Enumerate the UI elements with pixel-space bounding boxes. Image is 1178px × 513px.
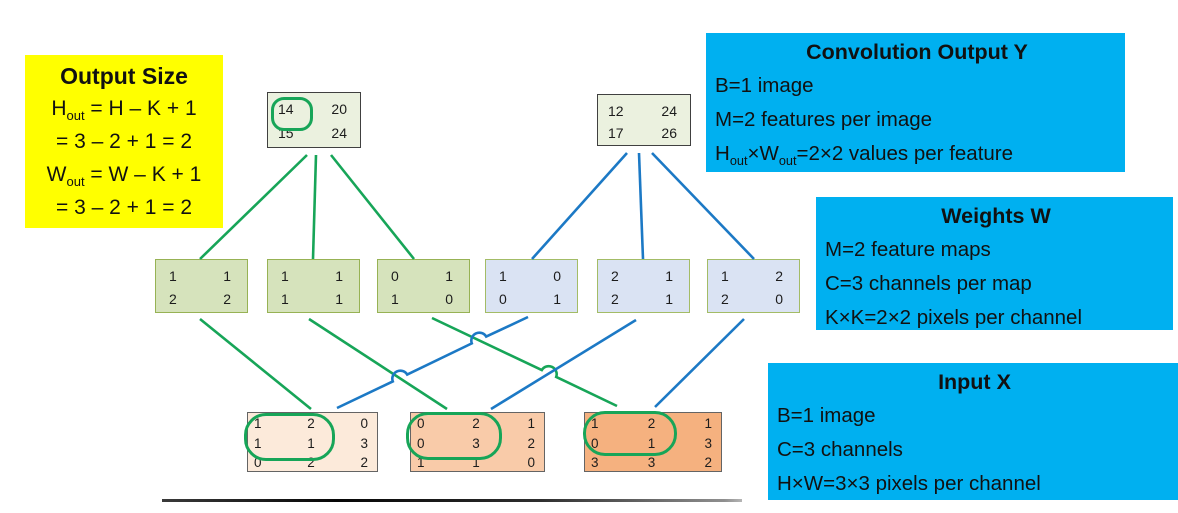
- callout-line: B=1 image: [715, 74, 814, 97]
- matrix-cell: 2: [472, 416, 480, 431]
- matrix-cell: 2: [307, 455, 315, 470]
- callout-line: C=3 channels per map: [825, 272, 1032, 295]
- matrix-cell: 2: [223, 290, 231, 307]
- matrix-cell: 1: [281, 290, 289, 307]
- matrix-cell: 3: [360, 435, 368, 451]
- matrix-cell: 2: [611, 290, 619, 307]
- matrix-cell: 2: [527, 435, 535, 451]
- callout-line: C=3 channels: [777, 438, 903, 461]
- matrix-cell: 2: [721, 290, 729, 307]
- matrix-cell: 1: [704, 416, 712, 431]
- matrix-cell: 1: [553, 290, 561, 307]
- weight-matrix-map1-ch1: 1 1 2 2: [155, 259, 248, 313]
- matrix-cell: 0: [775, 290, 783, 307]
- matrix-cell: 3: [647, 455, 656, 470]
- matrix-cell: 3: [472, 435, 480, 451]
- matrix-cell: 1: [472, 455, 480, 470]
- matrix-cell: 3: [591, 455, 599, 470]
- matrix-cell: 1: [169, 268, 177, 284]
- callout-line: K×K=2×2 pixels per channel: [825, 306, 1083, 329]
- weights-callout: Weights W M=2 feature maps C=3 channels …: [816, 197, 1173, 330]
- callout-line: H×W=3×3 pixels per channel: [777, 472, 1041, 495]
- matrix-cell: 1: [281, 268, 289, 284]
- matrix-cell: 1: [665, 268, 673, 284]
- formula-hout-value: = 3 – 2 + 1 = 2: [55, 130, 193, 153]
- matrix-cell: 26: [661, 125, 677, 141]
- callout-line: M=2 feature maps: [825, 238, 991, 261]
- formula-wout: Wout = W – K + 1: [46, 163, 202, 190]
- matrix-cell: 1: [665, 290, 673, 307]
- matrix-cell: 2: [307, 416, 315, 431]
- arrow-in2-to-w1c2: [308, 317, 448, 411]
- matrix-cell: 0: [391, 268, 399, 284]
- arrow-w2c2-to-out2: [637, 152, 645, 260]
- input-matrix-ch1: 1 2 0 1 1 3 0 2 2: [244, 412, 378, 472]
- matrix-cell: 1: [445, 268, 453, 284]
- matrix-cell: 2: [775, 268, 783, 284]
- arrow-w2c1-to-out2: [531, 152, 628, 260]
- matrix-cell: 1: [499, 268, 507, 284]
- arrow-w1c2-to-out1: [311, 154, 318, 260]
- callout-line: B=1 image: [777, 404, 876, 427]
- matrix-cell: 24: [331, 125, 347, 141]
- arrow-in3-to-w2c3: [654, 318, 745, 408]
- weight-matrix-map2-ch1: 1 0 0 1: [485, 259, 578, 313]
- receptive-field-oval-ch3: [583, 411, 677, 456]
- receptive-field-oval-ch2: [406, 412, 502, 460]
- matrix-cell: 3: [704, 435, 712, 451]
- formula-wout-value: = 3 – 2 + 1 = 2: [55, 196, 193, 219]
- output-size-callout: Output Size Hout = H – K + 1 = 3 – 2 + 1…: [25, 55, 223, 228]
- matrix-cell: 20: [331, 101, 347, 117]
- matrix-cell: 0: [445, 290, 453, 307]
- weight-matrix-map1-ch2: 1 1 1 1: [267, 259, 360, 313]
- output-matrix-feature1: 14 20 15 24: [267, 92, 361, 148]
- matrix-cell: 1: [335, 290, 343, 307]
- callout-title: Input X: [938, 370, 1011, 394]
- matrix-cell: 1: [721, 268, 729, 284]
- arrow-in3-to-w1c3: [431, 316, 618, 408]
- output-matrix-feature2: 12 24 17 26: [597, 94, 691, 146]
- weight-matrix-map2-ch3: 1 2 2 0: [707, 259, 800, 313]
- slide-edge-shadow: [162, 499, 742, 502]
- matrix-cell: 12: [608, 103, 624, 119]
- matrix-cell: 0: [527, 455, 535, 470]
- callout-title: Output Size: [60, 63, 188, 89]
- callout-line: Hout×Wout=2×2 values per feature: [715, 142, 1014, 169]
- input-callout: Input X B=1 image C=3 channels H×W=3×3 p…: [768, 363, 1178, 500]
- matrix-cell: 1: [527, 416, 535, 431]
- weight-matrix-map2-ch2: 2 1 2 1: [597, 259, 690, 313]
- receptive-field-oval-ch1: [244, 413, 335, 461]
- matrix-cell: 0: [360, 416, 368, 431]
- formula-hout: Hout = H – K + 1: [51, 97, 197, 124]
- matrix-cell: 17: [608, 125, 624, 141]
- matrix-cell: 2: [704, 455, 712, 470]
- matrix-cell: 24: [661, 103, 677, 119]
- matrix-cell: 0: [553, 268, 561, 284]
- highlight-ring-output-cell: [271, 97, 313, 131]
- matrix-cell: 0: [499, 290, 507, 307]
- matrix-cell: 2: [611, 268, 619, 284]
- matrix-cell: 1: [307, 435, 315, 451]
- matrix-cell: 2: [647, 416, 656, 431]
- arrow-in1-to-w2c1: [336, 315, 529, 410]
- matrix-cell: 2: [360, 455, 368, 470]
- matrix-cell: 1: [223, 268, 231, 284]
- matrix-cell: 0: [254, 455, 262, 470]
- weight-matrix-map1-ch3: 0 1 1 0: [377, 259, 470, 313]
- arrow-w1c3-to-out1: [329, 154, 416, 260]
- callout-title: Convolution Output Y: [806, 40, 1028, 64]
- arrow-in1-to-w1c1: [199, 317, 312, 411]
- callout-title: Weights W: [941, 204, 1051, 228]
- input-matrix-ch2: 0 2 1 0 3 2 1 1 0: [406, 412, 545, 472]
- matrix-cell: 1: [335, 268, 343, 284]
- matrix-cell: 1: [647, 435, 656, 451]
- callout-line: M=2 features per image: [715, 108, 933, 131]
- matrix-cell: 2: [169, 290, 177, 307]
- matrix-cell: 1: [417, 455, 425, 470]
- arrow-in2-to-w2c2: [490, 318, 637, 411]
- matrix-cell: 1: [391, 290, 399, 307]
- input-matrix-ch3: 1 2 1 0 1 3 3 3 2: [583, 411, 722, 472]
- conv-output-callout: Convolution Output Y B=1 image M=2 featu…: [706, 33, 1125, 172]
